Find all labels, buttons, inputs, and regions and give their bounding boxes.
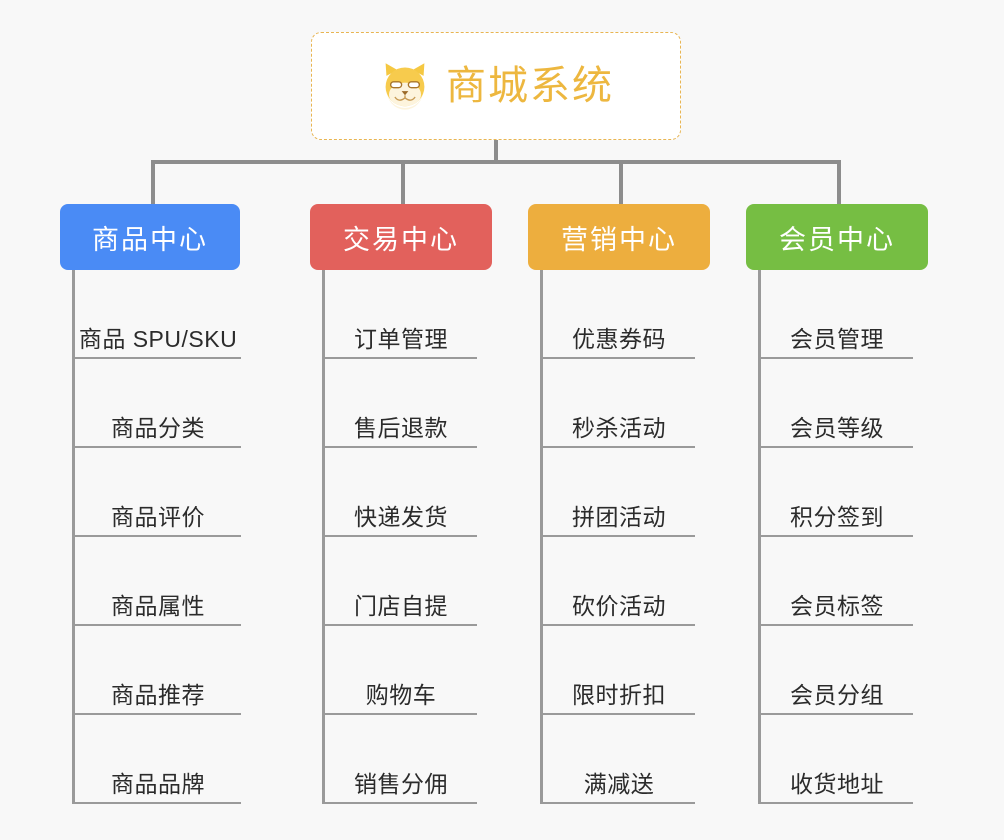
list-item[interactable]: 快递发货: [325, 448, 477, 537]
leaf-label: 商品品牌: [111, 770, 205, 797]
list-item[interactable]: 售后退款: [325, 359, 477, 448]
leaf-label: 积分签到: [790, 503, 884, 530]
category-box-member-center[interactable]: 会员中心: [746, 204, 928, 270]
connector-horizontal-bus: [151, 160, 839, 164]
list-item[interactable]: 销售分佣: [325, 715, 477, 804]
category-label: 交易中心: [343, 224, 459, 255]
leaf-label: 门店自提: [354, 592, 448, 619]
connector-drop-3: [619, 160, 623, 204]
connector-drop-4: [837, 160, 841, 204]
column-product-center: 商品中心 商品 SPU/SKU 商品分类 商品评价 商品属性 商品推荐 商品品牌: [60, 204, 241, 804]
list-item[interactable]: 商品 SPU/SKU: [75, 270, 241, 359]
connector-root-stem: [494, 140, 498, 162]
leaf-label: 快递发货: [354, 503, 448, 530]
leaf-label: 会员管理: [790, 325, 884, 352]
list-item[interactable]: 收货地址: [761, 715, 913, 804]
list-item[interactable]: 会员等级: [761, 359, 913, 448]
leaf-list-trade-center: 订单管理 售后退款 快递发货 门店自提 购物车 销售分佣: [322, 270, 477, 804]
list-item[interactable]: 商品推荐: [75, 626, 241, 715]
list-item[interactable]: 秒杀活动: [543, 359, 695, 448]
leaf-label: 商品属性: [111, 592, 205, 619]
list-item[interactable]: 商品分类: [75, 359, 241, 448]
leaf-label: 拼团活动: [572, 503, 666, 530]
leaf-label: 收货地址: [790, 770, 884, 797]
leaf-label: 秒杀活动: [572, 414, 666, 441]
category-box-marketing-center[interactable]: 营销中心: [528, 204, 710, 270]
leaf-list-product-center: 商品 SPU/SKU 商品分类 商品评价 商品属性 商品推荐 商品品牌: [72, 270, 241, 804]
category-label: 商品中心: [92, 224, 208, 255]
leaf-label: 会员分组: [790, 681, 884, 708]
leaf-label: 订单管理: [354, 325, 448, 352]
list-item[interactable]: 积分签到: [761, 448, 913, 537]
leaf-label: 优惠券码: [572, 325, 666, 352]
leaf-label: 砍价活动: [572, 592, 666, 619]
column-member-center: 会员中心 会员管理 会员等级 积分签到 会员标签 会员分组 收货地址: [746, 204, 928, 804]
leaf-label: 限时折扣: [572, 681, 666, 708]
root-node-mall-system[interactable]: 商城系统: [311, 32, 681, 140]
list-item[interactable]: 订单管理: [325, 270, 477, 359]
leaf-label: 商品推荐: [111, 681, 205, 708]
list-item[interactable]: 商品属性: [75, 537, 241, 626]
list-item[interactable]: 限时折扣: [543, 626, 695, 715]
list-item[interactable]: 商品品牌: [75, 715, 241, 804]
category-box-product-center[interactable]: 商品中心: [60, 204, 240, 270]
leaf-label: 售后退款: [354, 414, 448, 441]
category-label: 会员中心: [779, 224, 895, 255]
list-item[interactable]: 会员管理: [761, 270, 913, 359]
leaf-label: 会员等级: [790, 414, 884, 441]
leaf-list-member-center: 会员管理 会员等级 积分签到 会员标签 会员分组 收货地址: [758, 270, 913, 804]
category-box-trade-center[interactable]: 交易中心: [310, 204, 492, 270]
category-label: 营销中心: [561, 224, 677, 255]
list-item[interactable]: 门店自提: [325, 537, 477, 626]
list-item[interactable]: 砍价活动: [543, 537, 695, 626]
column-marketing-center: 营销中心 优惠券码 秒杀活动 拼团活动 砍价活动 限时折扣 满减送: [528, 204, 710, 804]
column-trade-center: 交易中心 订单管理 售后退款 快递发货 门店自提 购物车 销售分佣: [310, 204, 492, 804]
connector-drop-2: [401, 160, 405, 204]
leaf-label: 购物车: [365, 681, 437, 708]
list-item[interactable]: 满减送: [543, 715, 695, 804]
leaf-label: 会员标签: [790, 592, 884, 619]
list-item[interactable]: 商品评价: [75, 448, 241, 537]
leaf-label: 商品分类: [111, 414, 205, 441]
connector-drop-1: [151, 160, 155, 204]
list-item[interactable]: 购物车: [325, 626, 477, 715]
root-title: 商城系统: [446, 64, 614, 108]
leaf-label: 满减送: [583, 770, 655, 797]
list-item[interactable]: 优惠券码: [543, 270, 695, 359]
leaf-label: 商品 SPU/SKU: [78, 325, 238, 352]
leaf-list-marketing-center: 优惠券码 秒杀活动 拼团活动 砍价活动 限时折扣 满减送: [540, 270, 695, 804]
list-item[interactable]: 拼团活动: [543, 448, 695, 537]
list-item[interactable]: 会员分组: [761, 626, 913, 715]
list-item[interactable]: 会员标签: [761, 537, 913, 626]
shiba-dog-face-icon: [385, 63, 425, 110]
leaf-label: 销售分佣: [354, 770, 448, 797]
leaf-label: 商品评价: [111, 503, 205, 530]
